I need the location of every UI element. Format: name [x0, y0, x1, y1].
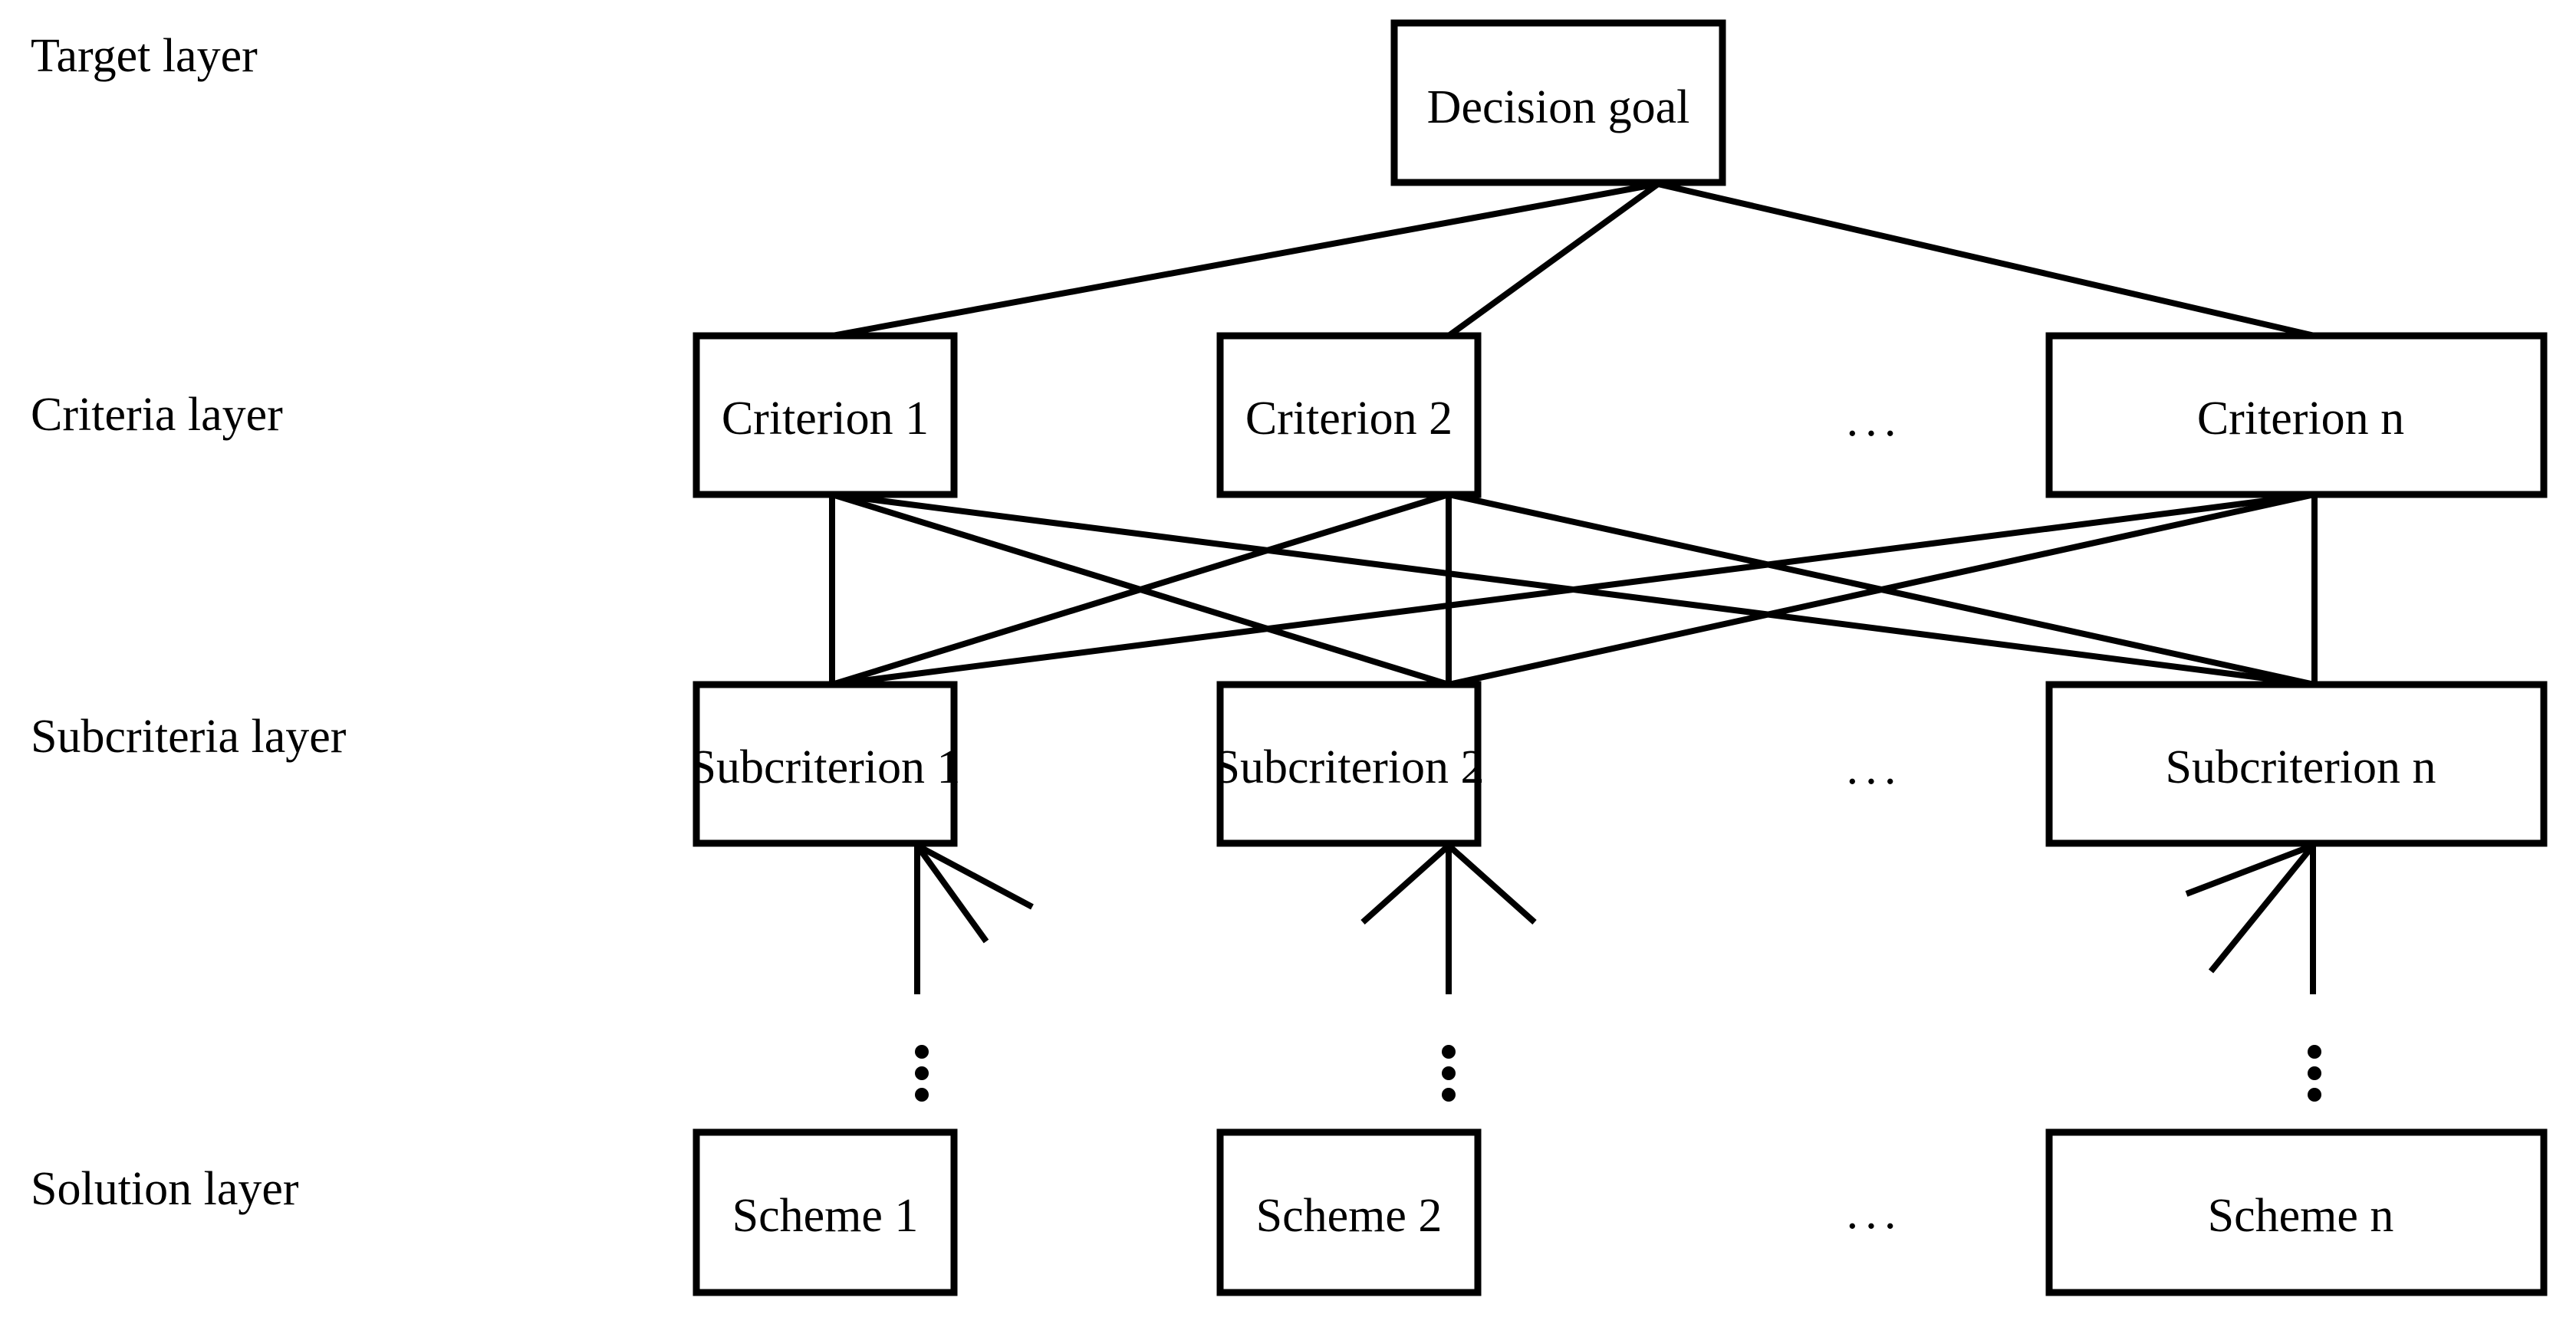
arrow-to-subcriterion-n-barb-1 [2185, 843, 2314, 897]
connector-lines-group [829, 181, 2318, 688]
node-label-subcriterion-n: Subcriterion n [2165, 741, 2436, 793]
layer-label-criteria: Criteria layer [31, 389, 283, 441]
node-box-scheme-1[interactable] [693, 1128, 958, 1296]
node-box-criterion-n[interactable] [2045, 332, 2548, 498]
layer-label-solution: Solution layer [31, 1163, 299, 1215]
vertical-ellipsis-2-dot-1 [1442, 1045, 1456, 1059]
solution-ellipsis-icon: ··· [1844, 1201, 1901, 1253]
goal-to-criterion-link-1 [831, 181, 1659, 339]
criteria-ellipsis-icon: ··· [1844, 408, 1901, 460]
node-label-criterion-n: Criterion n [2196, 393, 2405, 445]
vertical-ellipsis-1-dot-1 [915, 1045, 929, 1059]
vertical-ellipsis-2-dot-2 [1442, 1066, 1456, 1080]
node-label-decision-goal: Decision goal [1426, 81, 1690, 133]
node-boxes-group [693, 19, 2548, 1296]
arrow-to-subcriterion-1-barb-1 [916, 843, 1034, 910]
node-label-scheme-2: Scheme 2 [1255, 1190, 1443, 1242]
node-box-subcriterion-n[interactable] [2045, 681, 2548, 847]
goal-to-criterion-link-3 [1657, 181, 2315, 339]
arrow-to-subcriterion-1-barb-2 [914, 843, 989, 944]
arrow-to-subcriterion-2-barb-2 [1446, 843, 1537, 925]
node-box-criterion-1[interactable] [693, 332, 958, 498]
subcriteria-ellipsis-icon: ··· [1844, 756, 1901, 808]
node-label-criterion-2: Criterion 2 [1245, 393, 1453, 445]
criterion-to-subcriterion-link-8 [1448, 491, 2315, 688]
layer-label-target: Target layer [31, 30, 258, 82]
goal-to-criterion-link-2 [1446, 181, 1660, 339]
arrow-to-subcriterion-2-barb-1 [1360, 843, 1451, 925]
solution-arrows-group [914, 843, 2316, 994]
arrow-to-subcriterion-n-barb-2 [2208, 843, 2316, 974]
vertical-ellipsis-n-dot-3 [2308, 1088, 2321, 1102]
node-label-criterion-1: Criterion 1 [721, 393, 929, 445]
vertical-ellipsis-1-dot-2 [915, 1066, 929, 1080]
vertical-ellipsis-2-dot-3 [1442, 1088, 1456, 1102]
criterion-to-subcriterion-link-4 [831, 491, 1450, 688]
node-box-subcriterion-2[interactable] [1216, 681, 1482, 847]
vertical-ellipsis-1-dot-3 [915, 1088, 929, 1102]
node-box-decision-goal[interactable] [1390, 19, 1726, 186]
node-box-scheme-2[interactable] [1216, 1128, 1482, 1296]
vertical-ellipsis-n-dot-2 [2308, 1066, 2321, 1080]
criterion-to-subcriterion-link-7 [831, 491, 2315, 688]
vertical-ellipses-group [915, 1045, 2321, 1102]
node-label-subcriterion-2: Subcriterion 2 [1213, 741, 1485, 793]
layer-label-subcriteria: Subcriteria layer [31, 711, 347, 763]
node-box-subcriterion-1[interactable] [693, 681, 958, 847]
node-label-scheme-n: Scheme n [2207, 1190, 2394, 1242]
vertical-ellipsis-n-dot-1 [2308, 1045, 2321, 1059]
node-label-scheme-1: Scheme 1 [732, 1190, 919, 1242]
node-box-scheme-n[interactable] [2045, 1128, 2548, 1296]
node-box-criterion-2[interactable] [1216, 332, 1482, 498]
node-label-subcriterion-1: Subcriterion 1 [689, 741, 961, 793]
